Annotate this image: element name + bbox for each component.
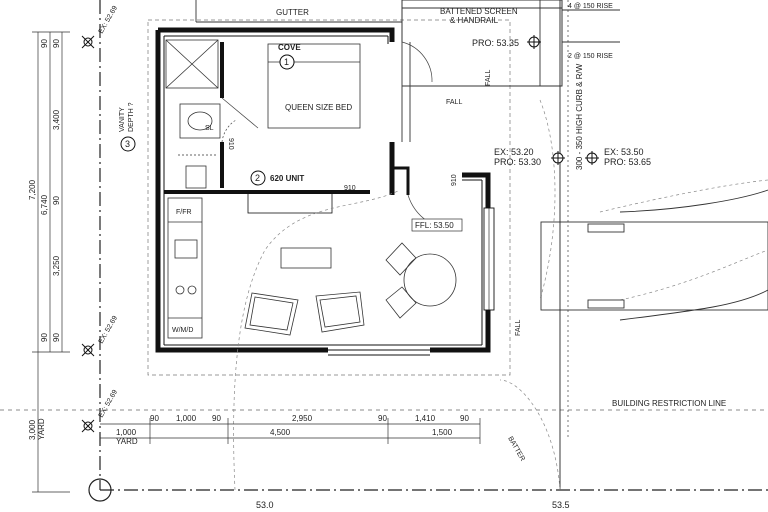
dim-bottom-1000-yard: 1,000 bbox=[116, 428, 137, 437]
dim-left-3250: 3,250 bbox=[52, 255, 61, 276]
driveway bbox=[540, 189, 768, 321]
bathroom-fixtures bbox=[165, 39, 221, 189]
ex-left-2: PRO: 53.30 bbox=[494, 157, 541, 167]
level-target-pro bbox=[527, 35, 541, 49]
wm-label: W/M/D bbox=[172, 327, 193, 334]
contour-lines bbox=[233, 99, 768, 491]
building-line-label: BUILDING RESTRICTION LINE bbox=[612, 399, 726, 408]
gutter-label: GUTTER bbox=[276, 8, 309, 17]
left-dimension-lines bbox=[32, 31, 70, 493]
dim-bottom-4500: 4,500 bbox=[270, 428, 291, 437]
fall-label-3: FALL bbox=[515, 320, 522, 336]
contour-label-2: 53.5 bbox=[552, 500, 570, 510]
batter-label: BATTER bbox=[506, 436, 526, 463]
level-markers bbox=[81, 35, 599, 433]
dim-left-90-top-a: 90 bbox=[40, 39, 49, 48]
dim-left-90-bot-a: 90 bbox=[40, 333, 49, 342]
ffl-label: FFL: 53.50 bbox=[415, 221, 454, 230]
plan-labels: GUTTER BATTENED SCREEN & HANDRAIL 4 @ 15… bbox=[98, 3, 727, 510]
vanity-number: 3 bbox=[125, 139, 130, 149]
interior-walls bbox=[164, 42, 370, 214]
dim-bottom-1410: 1,410 bbox=[415, 414, 436, 423]
level-target-ex-top bbox=[81, 35, 95, 49]
dim-910-b: 910 bbox=[344, 185, 356, 192]
dim-left-90-top-b: 90 bbox=[52, 39, 61, 48]
ex-right-1: EX: 53.50 bbox=[604, 147, 644, 157]
battened-label-1: BATTENED SCREEN bbox=[440, 7, 518, 16]
ex-level-label-1: EX: 52.69 bbox=[98, 5, 119, 35]
ex-right-2: PRO: 53.65 bbox=[604, 157, 651, 167]
pro-top-label: PRO: 53.35 bbox=[472, 38, 519, 48]
dim-bottom-90-a: 90 bbox=[150, 414, 159, 423]
dim-910-a: 910 bbox=[227, 138, 234, 150]
dim-bottom-90-d: 90 bbox=[460, 414, 469, 423]
dim-left-7200: 7,200 bbox=[28, 179, 37, 200]
ex-left-1: EX: 53.20 bbox=[494, 147, 534, 157]
fall-label-2: FALL bbox=[446, 99, 462, 106]
door-swings bbox=[221, 41, 459, 231]
kitchen-bench bbox=[167, 197, 203, 339]
curb-label: 300 - 350 HIGH CURB & R/W bbox=[575, 63, 584, 170]
dim-left-6740: 6,740 bbox=[40, 194, 49, 215]
fall-label-1: FALL bbox=[485, 70, 492, 86]
rise-top-label: 4 @ 150 RISE bbox=[568, 3, 613, 10]
vanity-label-1: VANITY bbox=[119, 107, 126, 132]
dim-left-90-mid: 90 bbox=[52, 196, 61, 205]
rise-mid-label: 2 @ 150 RISE bbox=[568, 53, 613, 60]
level-target-ex-mid bbox=[81, 343, 95, 357]
bottom-dimension-lines bbox=[100, 418, 481, 444]
dim-bottom-2950: 2,950 bbox=[292, 414, 313, 423]
dim-left-90-bot-b: 90 bbox=[52, 333, 61, 342]
dim-bottom-1000: 1,000 bbox=[176, 414, 197, 423]
dim-bottom-90-c: 90 bbox=[378, 414, 387, 423]
unit-label: 620 UNIT bbox=[270, 174, 304, 183]
building-walls bbox=[155, 27, 495, 356]
ffr-label: F/FR bbox=[176, 209, 192, 216]
dim-left-3400: 3,400 bbox=[52, 109, 61, 130]
left-dimension-labels: 90 90 3,400 6,740 90 3,250 90 90 7,200 3… bbox=[28, 39, 61, 440]
sl-label: SL bbox=[205, 125, 214, 132]
deck-area bbox=[195, 0, 620, 87]
cove-label: COVE bbox=[278, 43, 301, 52]
ex-level-label-3: EX: 52.69 bbox=[98, 389, 119, 419]
bottom-dimension-labels: 90 1,000 90 2,950 90 1,410 90 1,000 YARD… bbox=[116, 414, 469, 446]
dim-910-c: 910 bbox=[451, 174, 458, 186]
dim-left-yard: YARD bbox=[37, 418, 46, 440]
contour-label-1: 53.0 bbox=[256, 500, 274, 510]
dim-left-3000: 3,000 bbox=[28, 419, 37, 440]
bed-label: QUEEN SIZE BED bbox=[285, 103, 352, 112]
callout-circles bbox=[120, 54, 295, 186]
dim-bottom-1500: 1,500 bbox=[432, 428, 453, 437]
battened-label-2: & HANDRAIL bbox=[450, 16, 499, 25]
unit-number: 2 bbox=[255, 173, 260, 183]
vanity-label-2: DEPTH ? bbox=[128, 102, 135, 132]
level-target-ex-right bbox=[585, 151, 599, 165]
cove-number: 1 bbox=[284, 57, 289, 67]
level-target-ex-bottom bbox=[81, 419, 95, 433]
ffl-box bbox=[411, 218, 463, 232]
dim-bottom-90-b: 90 bbox=[212, 414, 221, 423]
dim-bottom-yard: YARD bbox=[116, 437, 138, 446]
ex-level-label-2: EX: 52.69 bbox=[98, 315, 119, 345]
level-target-ex-left bbox=[551, 151, 565, 165]
